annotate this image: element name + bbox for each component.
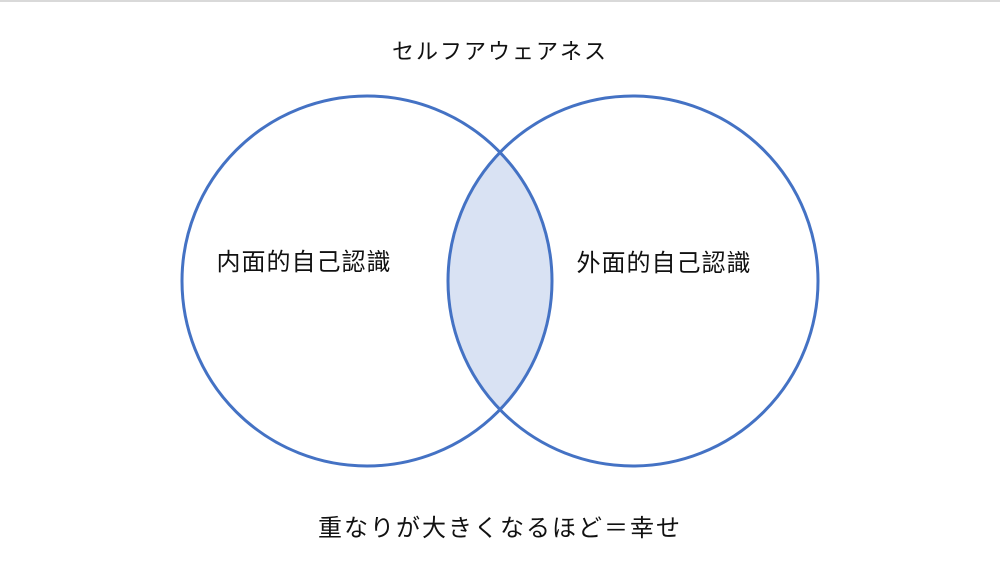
overlap-region	[448, 96, 552, 466]
right-circle-label: 外面的自己認識	[577, 249, 752, 277]
diagram-footer: 重なりが大きくなるほど＝幸せ	[318, 514, 682, 542]
right-circle	[446, 94, 820, 468]
left-circle	[180, 94, 554, 468]
diagram-title: セルフアウェアネス	[391, 40, 608, 65]
top-border	[0, 0, 1000, 2]
left-circle-label: 内面的自己認識	[217, 248, 392, 276]
